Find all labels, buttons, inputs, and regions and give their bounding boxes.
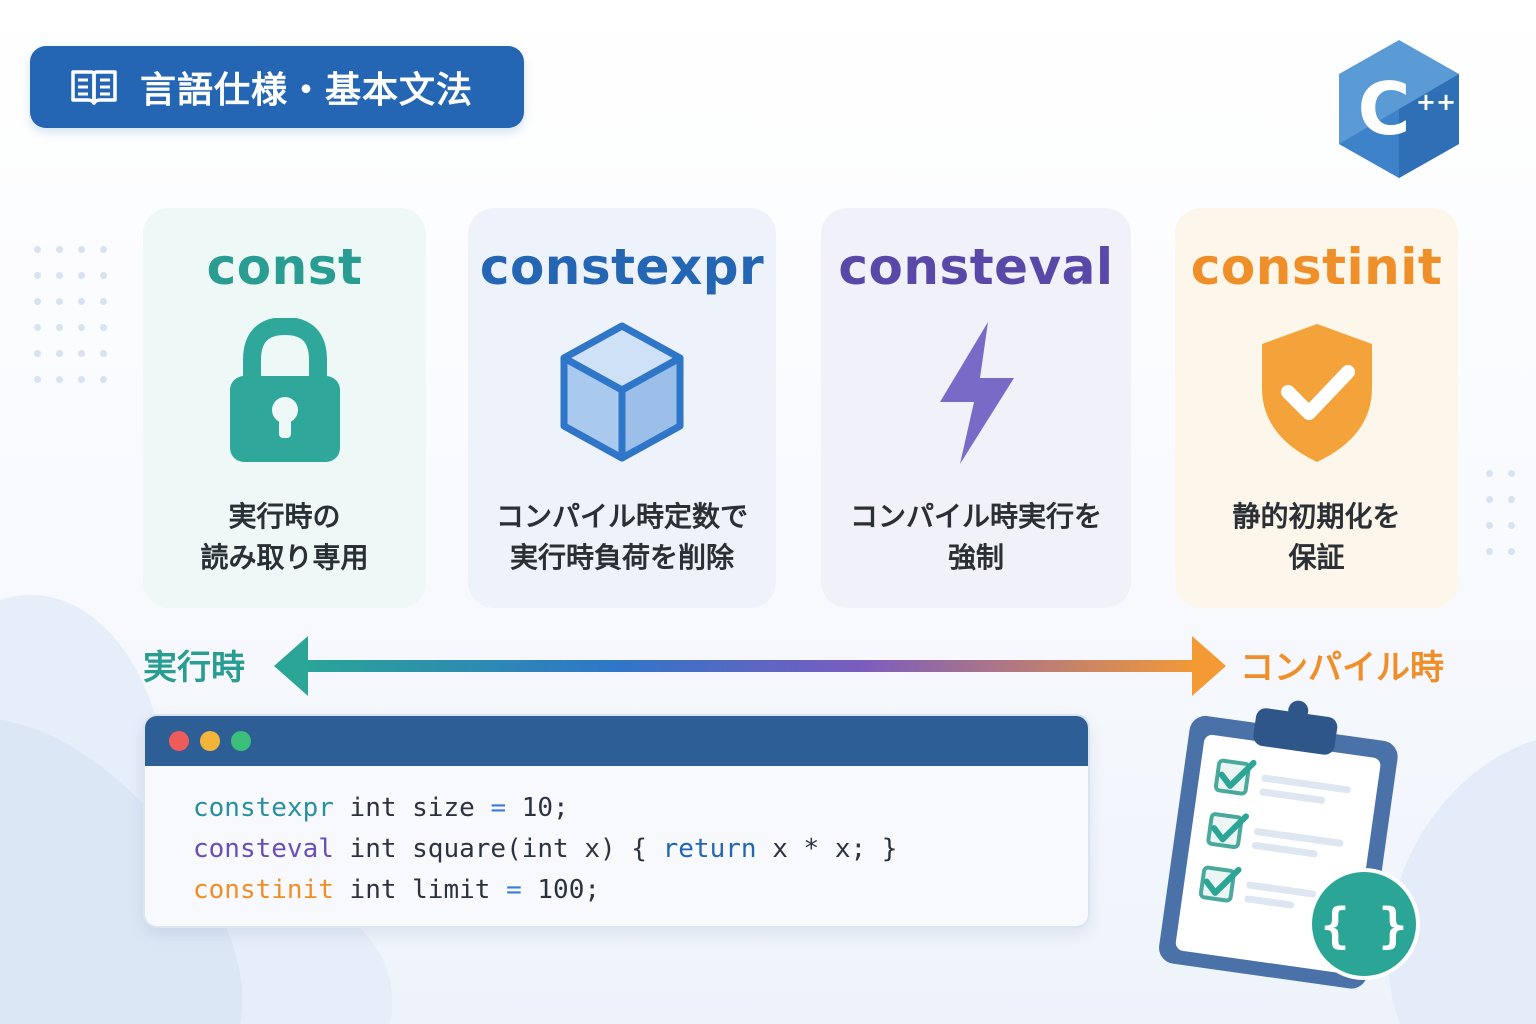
code-text: int limit	[333, 875, 507, 905]
code-line: constexpr int size = 10;	[193, 788, 1088, 829]
logo-letter: C	[1358, 67, 1411, 151]
code-text: 10;	[506, 793, 569, 823]
card-keyword: constexpr	[479, 238, 765, 296]
card-constexpr: constexpr コンパイル時定数で 実行時負荷を削除	[468, 208, 776, 608]
logo-plus: ++	[1416, 88, 1456, 116]
axis-label-runtime: 実行時	[143, 648, 245, 688]
code-text: 100;	[521, 875, 601, 905]
code-text: x * x; }	[756, 834, 898, 864]
code-operator: =	[490, 793, 507, 823]
card-description: 実行時の 読み取り専用	[200, 500, 369, 574]
card-description: 静的初期化を 保証	[1232, 500, 1401, 574]
code-block: constexpr int size = 10;consteval int sq…	[145, 766, 1088, 911]
card-keyword: const	[206, 238, 363, 296]
card-description: コンパイル時定数で 実行時負荷を削除	[495, 500, 748, 574]
shield-check-icon	[1242, 318, 1392, 468]
code-line: constinit int limit = 100;	[193, 870, 1088, 911]
section-title: 言語仕様・基本文法	[140, 70, 474, 111]
card-keyword: consteval	[838, 238, 1114, 296]
card-const: const 実行時の 読み取り専用	[143, 208, 426, 608]
cube-icon	[547, 318, 697, 468]
code-braces-icon: { }	[1321, 898, 1408, 954]
code-window: constexpr int size = 10;consteval int sq…	[143, 714, 1090, 928]
code-titlebar	[145, 716, 1088, 766]
code-keyword-return: return	[662, 834, 757, 864]
window-close-dot	[169, 731, 189, 751]
code-operator: =	[506, 875, 522, 905]
card-consteval: consteval コンパイル時実行を 強制	[821, 208, 1131, 608]
card-keyword: constinit	[1190, 238, 1443, 296]
code-keyword: consteval	[193, 834, 334, 864]
card-description: コンパイル時実行を 強制	[849, 500, 1102, 574]
code-text: int size	[333, 793, 491, 823]
window-maximize-dot	[231, 731, 251, 751]
cpp-logo-icon: C ++	[1339, 40, 1459, 178]
window-minimize-dot	[200, 731, 220, 751]
open-book-icon	[71, 70, 117, 105]
card-constinit: constinit 静的初期化を 保証	[1175, 208, 1458, 608]
double-arrow-icon	[274, 636, 1226, 696]
code-text: int square(int x) {	[333, 834, 663, 864]
code-line: consteval int square(int x) { return x *…	[193, 829, 1088, 870]
axis-label-compiletime: コンパイル時	[1240, 648, 1444, 688]
checklist-clipboard-icon: { }	[1159, 700, 1420, 989]
code-keyword: constinit	[193, 875, 334, 905]
code-keyword: constexpr	[193, 793, 334, 823]
lightning-icon	[901, 318, 1051, 468]
lock-icon	[210, 318, 360, 468]
section-badge: 言語仕様・基本文法	[30, 46, 524, 128]
